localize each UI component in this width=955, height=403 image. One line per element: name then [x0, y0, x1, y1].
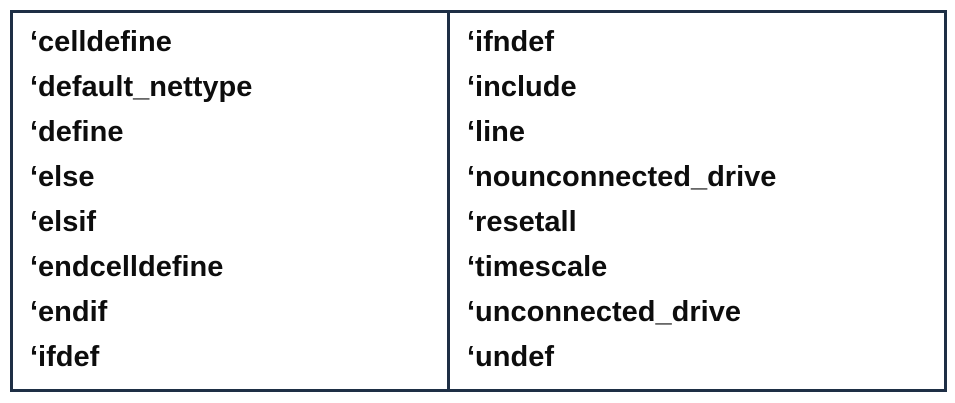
directive-item: ‘undef	[467, 341, 554, 373]
directive-item: ‘nounconnected_drive	[467, 161, 777, 193]
directive-item: ‘ifdef	[30, 341, 100, 373]
directives-column-right: ‘ifndef ‘include ‘line ‘nounconnected_dr…	[447, 13, 944, 389]
directives-table: ‘celldefine ‘default_nettype ‘define ‘el…	[10, 10, 947, 392]
directive-item: ‘line	[467, 116, 526, 148]
directives-column-left: ‘celldefine ‘default_nettype ‘define ‘el…	[13, 13, 447, 389]
directive-item: ‘else	[30, 161, 95, 193]
directive-item: ‘endcelldefine	[30, 251, 224, 283]
directive-item: ‘define	[30, 116, 124, 148]
directive-item: ‘resetall	[467, 206, 577, 238]
directive-item: ‘celldefine	[30, 26, 172, 58]
directive-item: ‘timescale	[467, 251, 608, 283]
directive-item: ‘default_nettype	[30, 71, 253, 103]
directive-item: ‘include	[467, 71, 577, 103]
directive-item: ‘ifndef	[467, 26, 554, 58]
directive-item: ‘endif	[30, 296, 108, 328]
directive-item: ‘unconnected_drive	[467, 296, 741, 328]
directive-item: ‘elsif	[30, 206, 97, 238]
